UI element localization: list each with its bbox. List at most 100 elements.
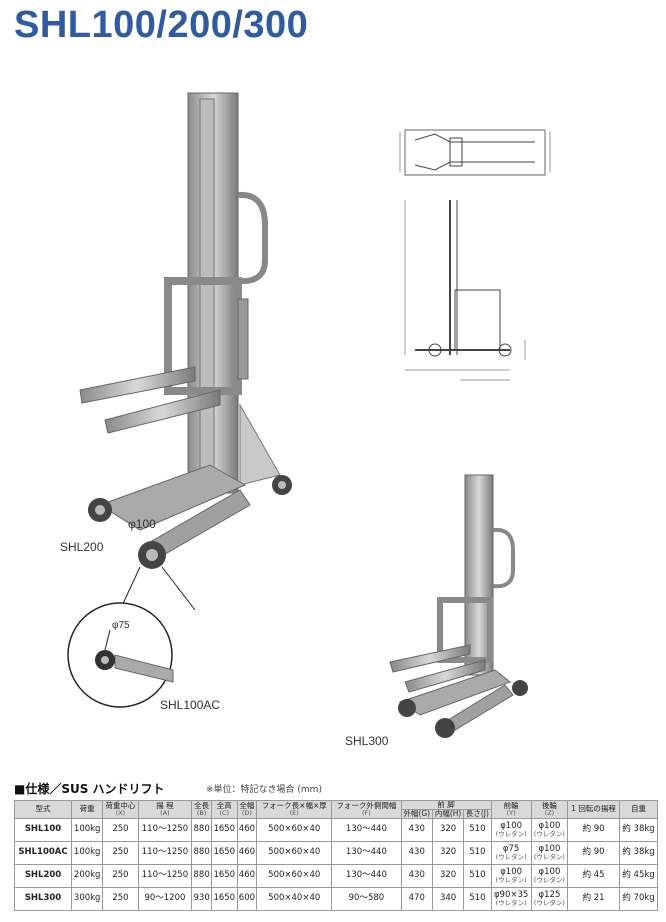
- cell-fork-outer: 90～580: [331, 886, 402, 911]
- cell-fork-outer: 130～440: [331, 863, 402, 888]
- shl200-label: SHL200: [60, 540, 104, 554]
- spec-note: ※単位：特記なき場合 (mm): [206, 785, 322, 795]
- cell-g: 430: [400, 863, 433, 888]
- cell-j: 510: [463, 840, 492, 865]
- cell-center: 250: [102, 817, 139, 842]
- shl300-label: SHL300: [345, 734, 389, 748]
- cell-g: 470: [400, 886, 433, 911]
- cell-g: 430: [400, 840, 433, 865]
- header-rear-wheel: 後輪(Z): [530, 800, 569, 819]
- cell-model: SHL300: [13, 886, 73, 911]
- cell-width: 460: [236, 840, 258, 865]
- cell-h: 320: [431, 840, 465, 865]
- cell-center: 250: [102, 863, 139, 888]
- header-per-turn: 1 回転の揚程: [567, 800, 621, 819]
- cell-fork-outer: 130～440: [331, 840, 402, 865]
- cell-front-wheel: φ75(ウレタン): [490, 840, 532, 865]
- cell-length: 880: [191, 817, 212, 842]
- cell-load: 300kg: [71, 886, 104, 911]
- header-fork-outer: フォーク外側間幅(F): [331, 800, 402, 819]
- cell-length: 930: [191, 886, 212, 911]
- header-front-wheel: 前輪(Y): [490, 800, 532, 819]
- cell-lift: 110～1250: [137, 840, 193, 865]
- cell-height: 1650: [210, 863, 238, 888]
- cell-height: 1650: [210, 840, 238, 865]
- cell-front-wheel: φ90×35(ウレタン): [490, 886, 532, 911]
- wheel-diameter-label: φ100: [128, 517, 156, 531]
- shl100ac-wheel-detail: [67, 602, 174, 708]
- side-view-drawing: [404, 200, 526, 381]
- header-load-center: 荷重中心(X): [102, 800, 139, 819]
- shl300-product-illustration: [389, 474, 528, 738]
- cell-load: 100kg: [71, 840, 104, 865]
- cell-model: SHL100AC: [13, 840, 73, 865]
- cell-j: 510: [463, 817, 492, 842]
- header-weight: 自重: [619, 800, 658, 819]
- cell-j: 510: [463, 886, 492, 911]
- cell-front-wheel: φ100(ウレタン): [490, 817, 532, 842]
- cell-model: SHL200: [13, 863, 73, 888]
- spec-header-row: 型式 荷重 荷重中心(X) 揚 程(A) 全長(B) 全高(C) 全幅(D) フ…: [13, 800, 658, 819]
- table-row: SHL200 200kg 250 110～1250 880 1650 460 5…: [13, 863, 658, 888]
- cell-width: 460: [236, 817, 258, 842]
- cell-per-turn: 約 45: [567, 863, 621, 888]
- header-model: 型式: [13, 800, 73, 819]
- spec-subheader-row: 外幅(G) 内幅(H) 長さ(J): [15, 808, 658, 819]
- cell-center: 250: [102, 840, 139, 865]
- cell-length: 880: [191, 863, 212, 888]
- cell-per-turn: 約 21: [567, 886, 621, 911]
- cell-weight: 約 38kg: [619, 840, 658, 865]
- cell-height: 1650: [210, 817, 238, 842]
- header-outer-width: 外幅(G): [400, 808, 433, 819]
- header-load: 荷重: [71, 800, 104, 819]
- cell-rear-wheel: φ100(ウレタン): [530, 863, 569, 888]
- cell-load: 200kg: [71, 863, 104, 888]
- cell-g: 430: [400, 817, 433, 842]
- cell-per-turn: 約 90: [567, 840, 621, 865]
- cell-fork: 500×40×40: [256, 886, 333, 911]
- cell-lift: 110～1250: [137, 817, 193, 842]
- cell-h: 320: [431, 817, 465, 842]
- header-length: 全長(B): [191, 800, 212, 819]
- wheel-detail-diameter-label: φ75: [112, 620, 130, 631]
- header-inner-width: 内幅(H): [431, 808, 465, 819]
- header-width: 全幅(D): [236, 800, 258, 819]
- cell-model: SHL100: [13, 817, 73, 842]
- cell-weight: 約 38kg: [619, 817, 658, 842]
- top-view-drawing: [399, 129, 551, 176]
- cell-fork: 500×60×40: [256, 863, 333, 888]
- spec-table: 型式 荷重 荷重中心(X) 揚 程(A) 全長(B) 全高(C) 全幅(D) フ…: [13, 800, 658, 911]
- cell-lift: 110～1250: [137, 863, 193, 888]
- spec-heading: ■仕様／SUS ハンドリフト: [14, 782, 165, 796]
- cell-fork-outer: 130～440: [331, 817, 402, 842]
- header-height: 全高(C): [210, 800, 238, 819]
- cell-width: 600: [236, 886, 258, 911]
- cell-weight: 約 45kg: [619, 863, 658, 888]
- cell-length: 880: [191, 840, 212, 865]
- cell-lift: 90～1200: [137, 886, 193, 911]
- cell-rear-wheel: φ125(ウレタン): [530, 886, 569, 911]
- cell-center: 250: [102, 886, 139, 911]
- table-row: SHL300 300kg 250 90～1200 930 1650 600 50…: [13, 886, 658, 911]
- cell-height: 1650: [210, 886, 238, 911]
- cell-per-turn: 約 90: [567, 817, 621, 842]
- cell-h: 320: [431, 863, 465, 888]
- header-leg-length: 長さ(J): [463, 808, 492, 819]
- cell-front-wheel: φ100(ウレタン): [490, 863, 532, 888]
- cell-weight: 約 70kg: [619, 886, 658, 911]
- cell-load: 100kg: [71, 817, 104, 842]
- cell-j: 510: [463, 863, 492, 888]
- cell-rear-wheel: φ100(ウレタン): [530, 840, 569, 865]
- shl200-product-illustration: [79, 92, 292, 611]
- header-fork-size: フォーク長×幅×厚(E): [256, 800, 333, 819]
- cell-h: 340: [431, 886, 465, 911]
- table-row: SHL100 100kg 250 110～1250 880 1650 460 5…: [13, 817, 658, 842]
- page-title: SHL100/200/300: [14, 4, 309, 46]
- shl100ac-label: SHL100AC: [160, 698, 221, 712]
- cell-fork: 500×60×40: [256, 817, 333, 842]
- cell-width: 460: [236, 863, 258, 888]
- cell-fork: 500×60×40: [256, 840, 333, 865]
- header-lift: 揚 程(A): [137, 800, 193, 819]
- cell-rear-wheel: φ100(ウレタン): [530, 817, 569, 842]
- table-row: SHL100AC 100kg 250 110～1250 880 1650 460…: [13, 840, 658, 865]
